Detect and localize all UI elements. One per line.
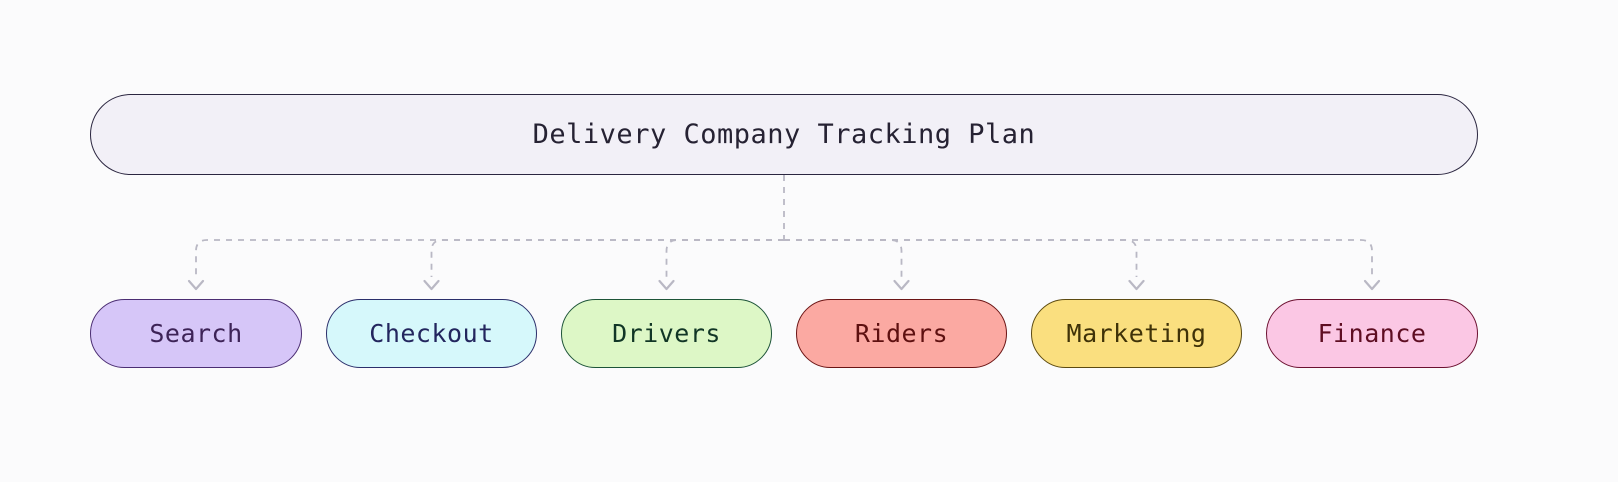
node-drivers-label: Drivers xyxy=(612,319,721,348)
node-root[interactable]: Delivery Company Tracking Plan xyxy=(90,94,1478,175)
node-drivers[interactable]: Drivers xyxy=(561,299,772,368)
connector-to-drivers xyxy=(665,239,784,277)
connector-to-riders xyxy=(784,239,903,277)
arrowhead-finance-icon xyxy=(1363,279,1381,291)
node-search-label: Search xyxy=(149,319,243,348)
node-riders[interactable]: Riders xyxy=(796,299,1007,368)
node-search[interactable]: Search xyxy=(90,299,302,368)
arrowhead-marketing-icon xyxy=(1128,279,1145,291)
arrowhead-riders-icon xyxy=(893,279,910,291)
node-finance-label: Finance xyxy=(1317,319,1427,348)
node-checkout-label: Checkout xyxy=(369,319,494,348)
connector-to-checkout xyxy=(430,239,784,277)
node-checkout[interactable]: Checkout xyxy=(326,299,537,368)
connector-to-finance xyxy=(784,239,1373,277)
connector-to-marketing xyxy=(784,239,1138,277)
connector-to-search xyxy=(195,239,784,277)
node-marketing[interactable]: Marketing xyxy=(1031,299,1242,368)
node-finance[interactable]: Finance xyxy=(1266,299,1478,368)
node-root-label: Delivery Company Tracking Plan xyxy=(532,119,1036,150)
arrowhead-checkout-icon xyxy=(423,279,440,291)
arrowhead-drivers-icon xyxy=(658,279,675,291)
node-marketing-label: Marketing xyxy=(1066,319,1207,348)
node-riders-label: Riders xyxy=(854,319,949,348)
arrowhead-search-icon xyxy=(187,279,205,291)
